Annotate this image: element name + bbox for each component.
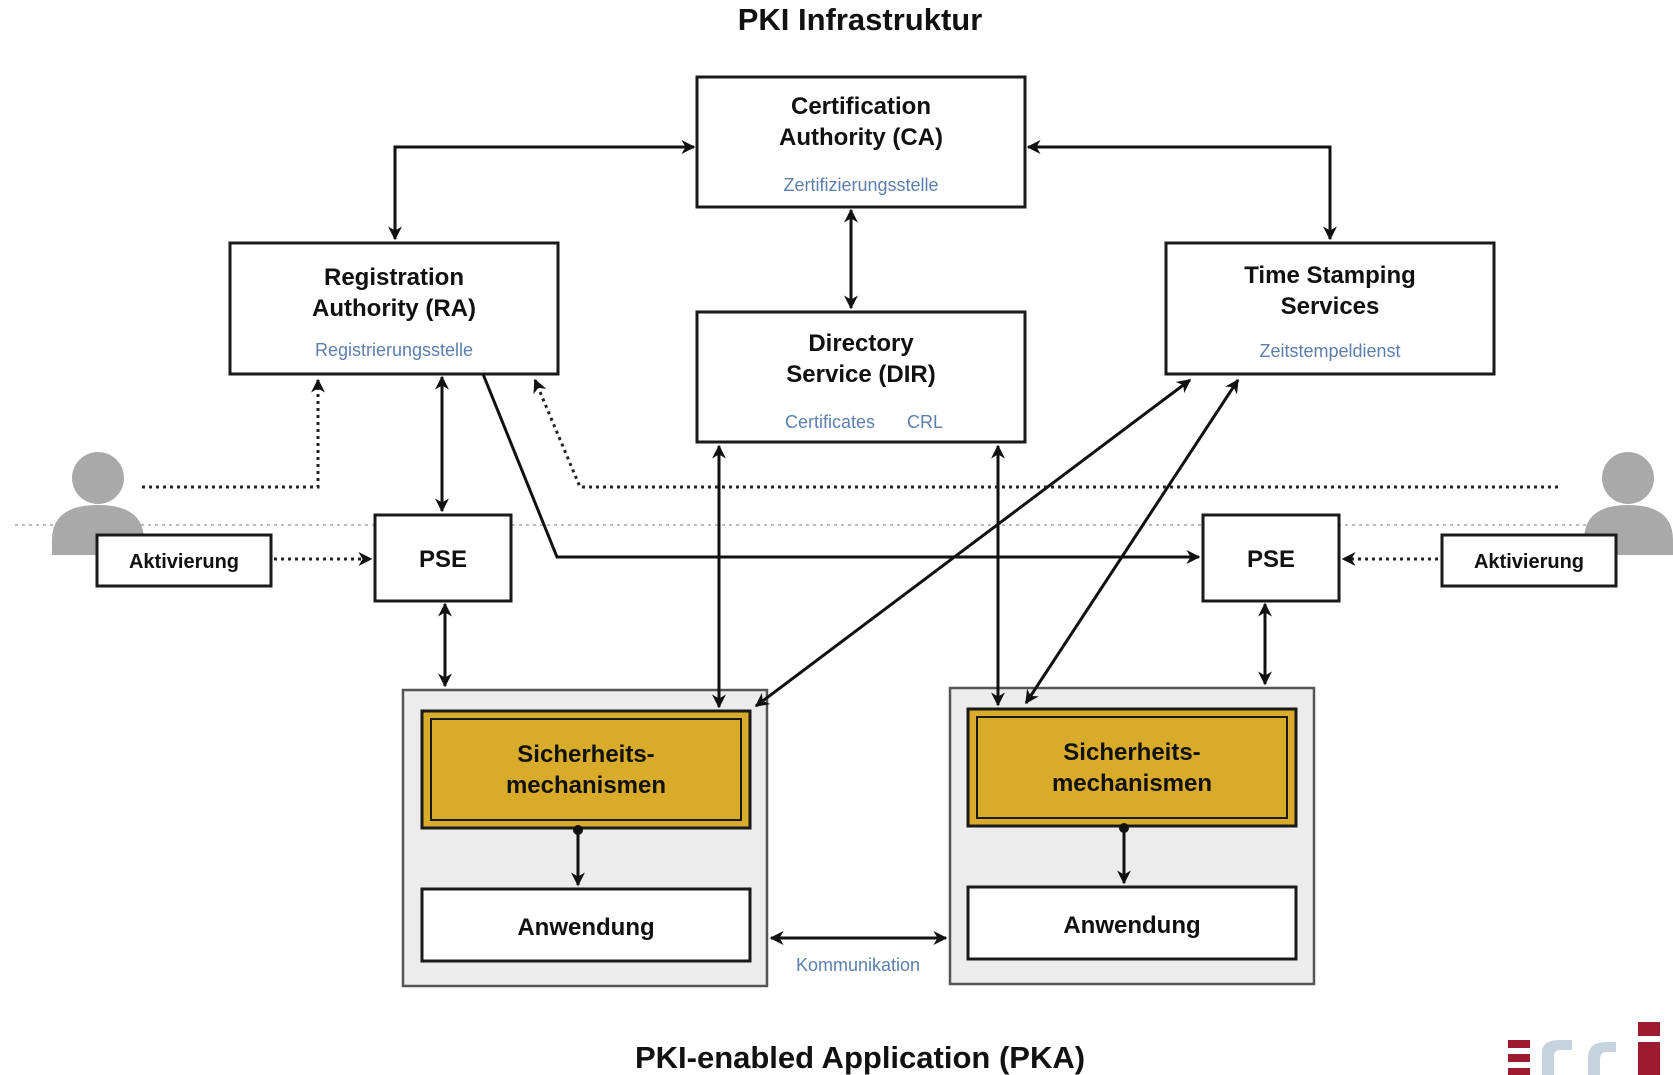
left-sicherheit-line2: mechanismen [506,772,666,799]
dotted-right-user-ra [533,378,1558,489]
right-sicherheit-line1: Sicherheits- [1063,739,1200,766]
ra-title-line1: Registration [324,264,464,291]
dir-sub-crl: CRL [907,412,943,432]
tss-subtitle: Zeitstempeldienst [1259,341,1400,361]
left-anwendung-box: Anwendung [420,887,752,963]
ca-box: Certification Authority (CA) Zertifizier… [695,75,1027,209]
left-aktivierung-label: Aktivierung [129,551,239,573]
left-anwendung-label: Anwendung [517,914,654,941]
dir-box: Directory Service (DIR) Certificates CRL [695,310,1027,444]
ca-title-line2: Authority (CA) [779,124,943,151]
left-pse-box: PSE [373,513,513,603]
right-sicherheit-line2: mechanismen [1052,770,1212,797]
ifsi-logo [1508,1022,1660,1075]
kommunikation-label: Kommunikation [796,955,920,975]
ra-subtitle: Registrierungsstelle [315,340,473,360]
ra-title-line2: Authority (RA) [312,295,476,322]
ra-box: Registration Authority (RA) Registrierun… [228,241,560,376]
ca-title-line1: Certification [791,93,931,120]
right-security-mechanisms-box: Sicherheits- mechanismen [966,707,1298,828]
right-anwendung-label: Anwendung [1063,912,1200,939]
dir-title-line2: Service (DIR) [786,361,935,388]
left-sicherheit-line1: Sicherheits- [517,741,654,768]
right-aktivierung-label: Aktivierung [1474,551,1584,573]
title-top: PKI Infrastruktur [738,2,983,37]
tss-title-line2: Services [1281,293,1380,320]
left-aktivierung-box: Aktivierung [95,533,273,588]
title-bottom: PKI-enabled Application (PKA) [635,1040,1085,1075]
left-pse-label: PSE [419,546,467,573]
right-aktivierung-box: Aktivierung [1440,533,1618,588]
connector-ca-tss [1026,140,1337,241]
tss-box: Time Stamping Services Zeitstempeldienst [1164,241,1496,376]
ca-subtitle: Zertifizierungsstelle [783,175,938,195]
dir-title-line1: Directory [808,330,914,357]
right-pse-box: PSE [1201,513,1341,603]
right-pse-label: PSE [1247,546,1295,573]
right-anwendung-box: Anwendung [966,885,1298,961]
tss-title-line1: Time Stamping [1244,262,1416,289]
dotted-left-user-ra [142,378,325,489]
connector-ca-ra [388,140,696,241]
dir-sub-certificates: Certificates [785,412,875,432]
connector-tss-right-security [1024,378,1240,705]
left-security-mechanisms-box: Sicherheits- mechanismen [420,709,752,830]
